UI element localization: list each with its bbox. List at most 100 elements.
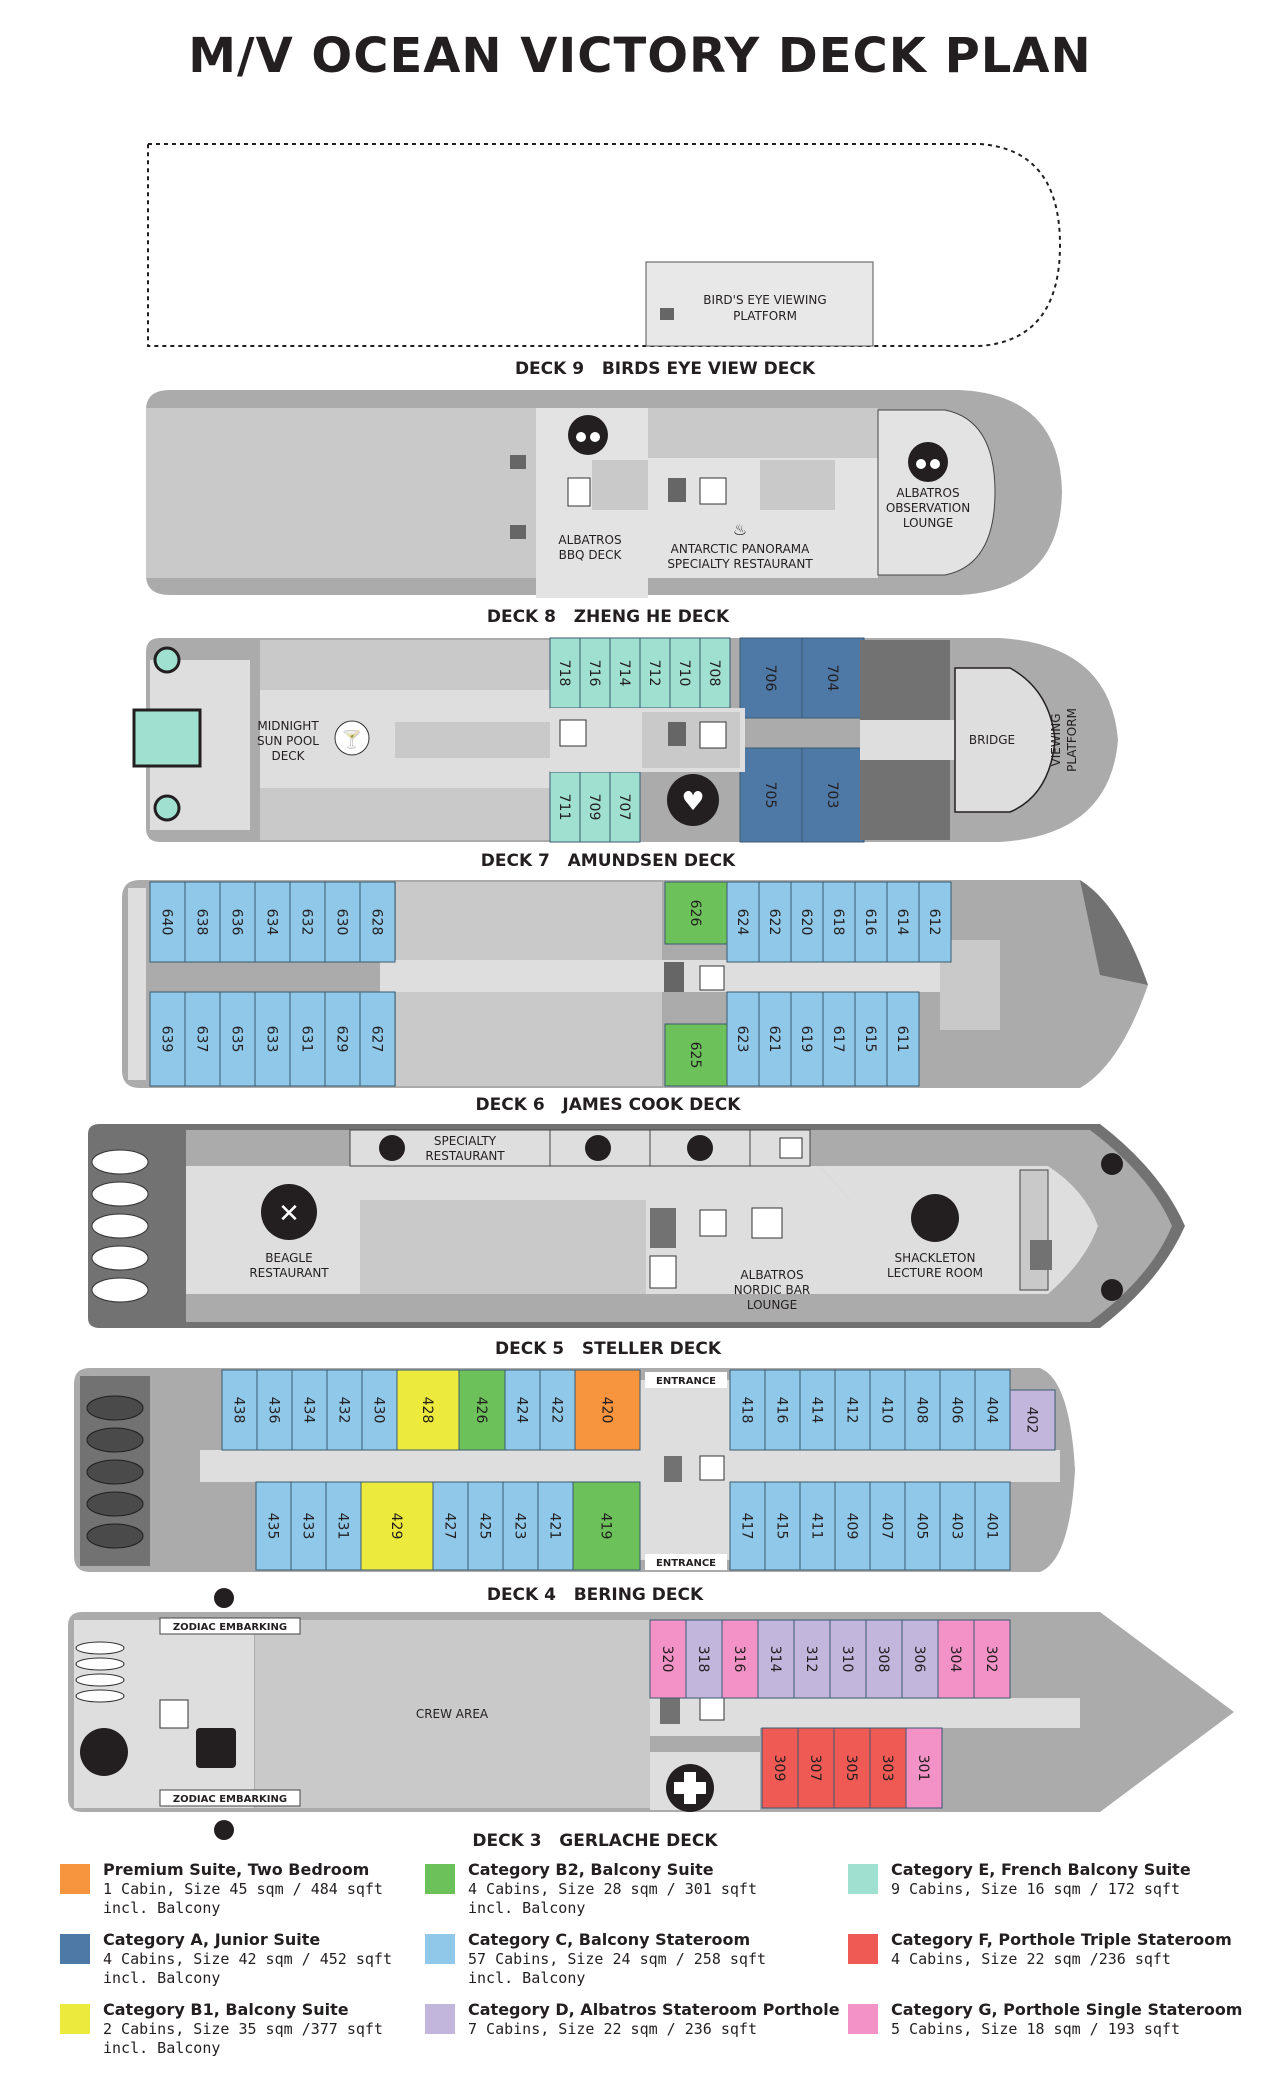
svg-text:626: 626 [687, 900, 703, 927]
svg-text:707: 707 [616, 794, 632, 821]
legend-line-2: incl. Balcony [103, 2039, 221, 2057]
svg-text:RESTAURANT: RESTAURANT [249, 1266, 329, 1280]
svg-text:307: 307 [807, 1755, 823, 1782]
cabin-615: 615 [854, 991, 888, 1087]
svg-text:RESTAURANT: RESTAURANT [425, 1149, 505, 1163]
cabin-320: 320 [649, 1619, 687, 1699]
legend-description: 5 Cabins, Size 18 sqm / 193 sqft [891, 2020, 1180, 2039]
svg-text:431: 431 [335, 1513, 351, 1540]
binoculars-icon [908, 442, 948, 482]
cabin-619: 619 [790, 991, 824, 1087]
svg-text:CREW AREA: CREW AREA [416, 1707, 489, 1721]
cabin-417: 417 [729, 1481, 766, 1571]
svg-text:712: 712 [646, 660, 662, 687]
svg-text:426: 426 [473, 1397, 489, 1424]
svg-text:632: 632 [299, 909, 315, 936]
cabin-408: 408 [904, 1369, 941, 1451]
svg-text:615: 615 [862, 1026, 878, 1053]
svg-text:433: 433 [300, 1513, 316, 1540]
cabin-431: 431 [325, 1481, 362, 1571]
svg-text:318: 318 [695, 1646, 711, 1673]
legend-line-1: 57 Cabins, Size 24 sqm / 258 sqft [468, 1950, 767, 1968]
cabin-614: 614 [886, 881, 920, 963]
svg-text:637: 637 [194, 1026, 210, 1053]
svg-text:422: 422 [549, 1397, 565, 1424]
legend-line-1: 4 Cabins, Size 22 sqm /236 sqft [891, 1950, 1171, 1968]
legend-name: Category D, Albatros Stateroom Porthole [468, 2000, 840, 2019]
cabin-407: 407 [869, 1481, 906, 1571]
legend-swatch [425, 1934, 455, 1964]
svg-text:430: 430 [371, 1397, 387, 1424]
legend-swatch [60, 1864, 90, 1894]
svg-text:617: 617 [830, 1026, 846, 1053]
cabin-312: 312 [793, 1619, 831, 1699]
cabin-318: 318 [685, 1619, 723, 1699]
svg-text:709: 709 [586, 794, 602, 821]
svg-text:716: 716 [586, 660, 602, 687]
cabin-310: 310 [829, 1619, 867, 1699]
deck-6-label: DECK 6 JAMES COOK DECK [476, 1095, 742, 1115]
deck-4-label: DECK 4 BERING DECK [487, 1585, 704, 1605]
svg-text:PLATFORM: PLATFORM [1065, 708, 1079, 772]
cabin-419: 419 [572, 1481, 641, 1571]
binoculars-icon [1101, 1279, 1123, 1301]
svg-text:316: 316 [731, 1646, 747, 1673]
cabin-703: 703 [801, 747, 865, 843]
cabin-631: 631 [289, 991, 326, 1087]
svg-text:LECTURE ROOM: LECTURE ROOM [887, 1266, 983, 1280]
deck-9-label: DECK 9 BIRDS EYE VIEW DECK [515, 359, 816, 379]
svg-text:434: 434 [301, 1397, 317, 1424]
svg-text:638: 638 [194, 909, 210, 936]
svg-text:NORDIC BAR: NORDIC BAR [734, 1283, 811, 1297]
cabin-426: 426 [458, 1369, 506, 1451]
legend-line-2: incl. Balcony [103, 1969, 221, 1987]
svg-text:407: 407 [879, 1513, 895, 1540]
svg-text:BBQ DECK: BBQ DECK [559, 548, 623, 562]
svg-text:630: 630 [334, 909, 350, 936]
svg-text:640: 640 [159, 909, 175, 936]
cabin-432: 432 [326, 1369, 363, 1451]
svg-text:611: 611 [894, 1026, 910, 1053]
legend-description: 4 Cabins, Size 22 sqm /236 sqft [891, 1950, 1171, 1969]
legend-line-2: incl. Balcony [468, 1969, 586, 1987]
svg-text:ALBATROS: ALBATROS [740, 1268, 803, 1282]
svg-text:LOUNGE: LOUNGE [747, 1298, 797, 1312]
svg-text:314: 314 [767, 1646, 783, 1673]
svg-text:408: 408 [914, 1397, 930, 1424]
svg-text:619: 619 [798, 1026, 814, 1053]
svg-text:ZODIAC EMBARKING: ZODIAC EMBARKING [173, 1794, 287, 1805]
svg-text:423: 423 [512, 1513, 528, 1540]
cabin-424: 424 [504, 1369, 541, 1451]
svg-text:705: 705 [762, 782, 778, 809]
cabin-635: 635 [219, 991, 256, 1087]
cabin-306: 306 [901, 1619, 939, 1699]
life-ring-icon [214, 1588, 234, 1608]
svg-text:404: 404 [984, 1397, 1000, 1424]
svg-text:BRIDGE: BRIDGE [969, 733, 1015, 747]
svg-text:♥: ♥ [681, 787, 704, 817]
cabin-708: 708 [699, 637, 731, 709]
cabin-422: 422 [539, 1369, 576, 1451]
cabin-627: 627 [359, 991, 396, 1087]
cabin-402: 402 [1009, 1389, 1056, 1451]
cabin-410: 410 [869, 1369, 906, 1451]
legend-swatch [848, 1934, 878, 1964]
cabin-626: 626 [664, 881, 728, 945]
cabin-624: 624 [726, 881, 760, 963]
shop-icon [779, 1137, 803, 1159]
svg-text:706: 706 [762, 665, 778, 692]
cabin-314: 314 [757, 1619, 795, 1699]
page-title: M/V OCEAN VICTORY DECK PLAN [188, 28, 1092, 84]
cabin-428: 428 [396, 1369, 460, 1451]
svg-text:631: 631 [299, 1026, 315, 1053]
cabin-630: 630 [324, 881, 361, 963]
cabin-404: 404 [974, 1369, 1011, 1451]
legend-swatch [848, 1864, 878, 1894]
service-bell-icon [687, 1135, 713, 1161]
legend-line-1: 1 Cabin, Size 45 sqm / 484 sqft [103, 1880, 383, 1898]
svg-text:ALBATROS: ALBATROS [896, 486, 959, 500]
